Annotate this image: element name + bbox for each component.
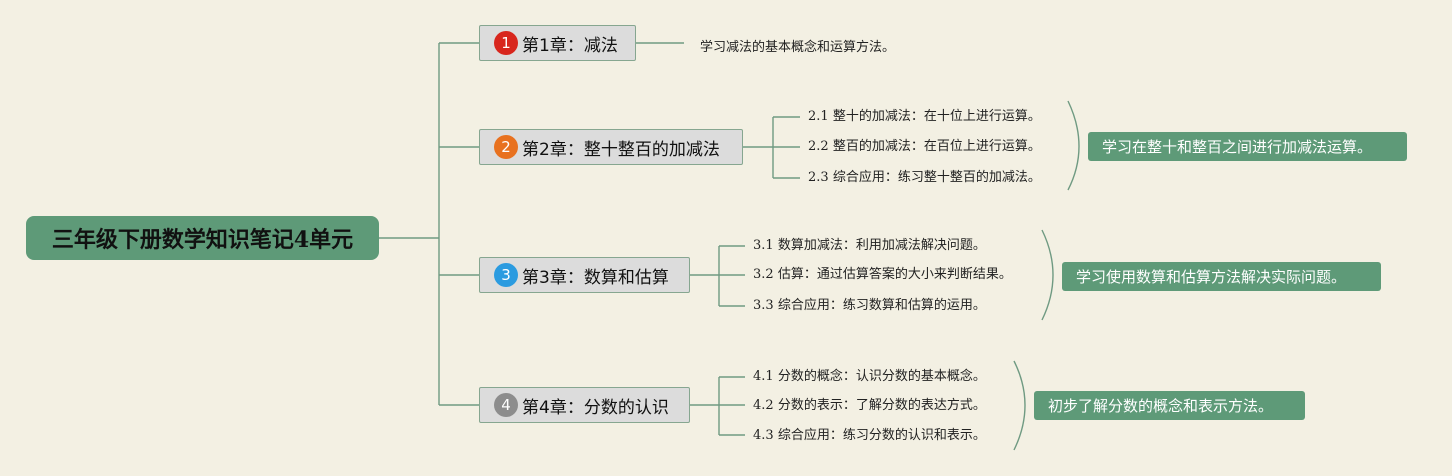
subtopic-text: 综合应用：练习分数的认识和表示。 [777,428,986,443]
subtopic-number: 4.3 [753,428,774,443]
subtopic-4-3[interactable]: 4.3 综合应用：练习分数的认识和表示。 [753,428,986,444]
subtopic-text: 分数的概念：认识分数的基本概念。 [777,369,986,384]
subtopic-4-2[interactable]: 4.2 分数的表示：了解分数的表达方式。 [753,398,986,414]
subtopic-2-1[interactable]: 2.1 整十的加减法：在十位上进行运算。 [808,109,1041,125]
chapter3-sub-connector [690,245,745,307]
subtopic-number: 3.1 [753,238,774,253]
chapter-1-title: 第1章：减法 [522,35,618,56]
chapter2-brace [1067,100,1080,191]
subtopic-text: 整十的加减法：在十位上进行运算。 [832,109,1041,124]
subtopic-2-3[interactable]: 2.3 综合应用：练习整十整百的加减法。 [808,170,1041,186]
chapter4-sub-connector [690,376,745,436]
chapter-4-title: 第4章：分数的认识 [522,397,669,418]
subtopic-number: 3.2 [753,267,774,282]
chapter-3-title: 第3章：数算和估算 [522,267,669,288]
subtopic-text: 综合应用：练习数算和估算的运用。 [777,298,986,313]
subtopic-3-2[interactable]: 3.2 估算：通过估算答案的大小来判断结果。 [753,267,1012,283]
number-1-icon: 1 [494,31,518,55]
number-4-icon: 4 [494,393,518,417]
subtopic-number: 2.1 [808,109,829,124]
subtopic-2-2[interactable]: 2.2 整百的加减法：在百位上进行运算。 [808,139,1041,155]
chapter-4-summary[interactable]: 初步了解分数的概念和表示方法。 [1034,391,1305,420]
chapter-2-node[interactable]: 2 第2章：整十整百的加减法 [479,129,743,165]
subtopic-text: 数算加减法：利用加减法解决问题。 [777,238,986,253]
chapter3-brace [1041,229,1054,321]
chapter-3-summary[interactable]: 学习使用数算和估算方法解决实际问题。 [1062,262,1381,291]
subtopic-number: 2.2 [808,139,829,154]
subtopic-text: 整百的加减法：在百位上进行运算。 [832,139,1041,154]
number-2-icon: 2 [494,135,518,159]
chapter2-sub-connector [743,116,800,179]
chapter-1-description: 学习减法的基本概念和运算方法。 [700,40,896,55]
chapter-3-node[interactable]: 3 第3章：数算和估算 [479,257,690,293]
chapter-2-summary[interactable]: 学习在整十和整百之间进行加减法运算。 [1088,132,1407,161]
subtopic-number: 4.1 [753,369,774,384]
chapter-2-title: 第2章：整十整百的加减法 [522,139,720,160]
subtopic-text: 综合应用：练习整十整百的加减法。 [832,170,1041,185]
subtopic-text: 估算：通过估算答案的大小来判断结果。 [777,267,1012,282]
subtopic-3-3[interactable]: 3.3 综合应用：练习数算和估算的运用。 [753,298,986,314]
subtopic-number: 2.3 [808,170,829,185]
subtopic-text: 分数的表示：了解分数的表达方式。 [777,398,986,413]
subtopic-number: 3.3 [753,298,774,313]
subtopic-3-1[interactable]: 3.1 数算加减法：利用加减法解决问题。 [753,238,986,254]
chapter-1-node[interactable]: 1 第1章：减法 [479,25,636,61]
root-node[interactable]: 三年级下册数学知识笔记4单元 [26,216,379,260]
chapter-4-node[interactable]: 4 第4章：分数的认识 [479,387,690,423]
subtopic-4-1[interactable]: 4.1 分数的概念：认识分数的基本概念。 [753,369,986,385]
number-3-icon: 3 [494,263,518,287]
chapter4-brace [1013,360,1026,451]
subtopic-number: 4.2 [753,398,774,413]
